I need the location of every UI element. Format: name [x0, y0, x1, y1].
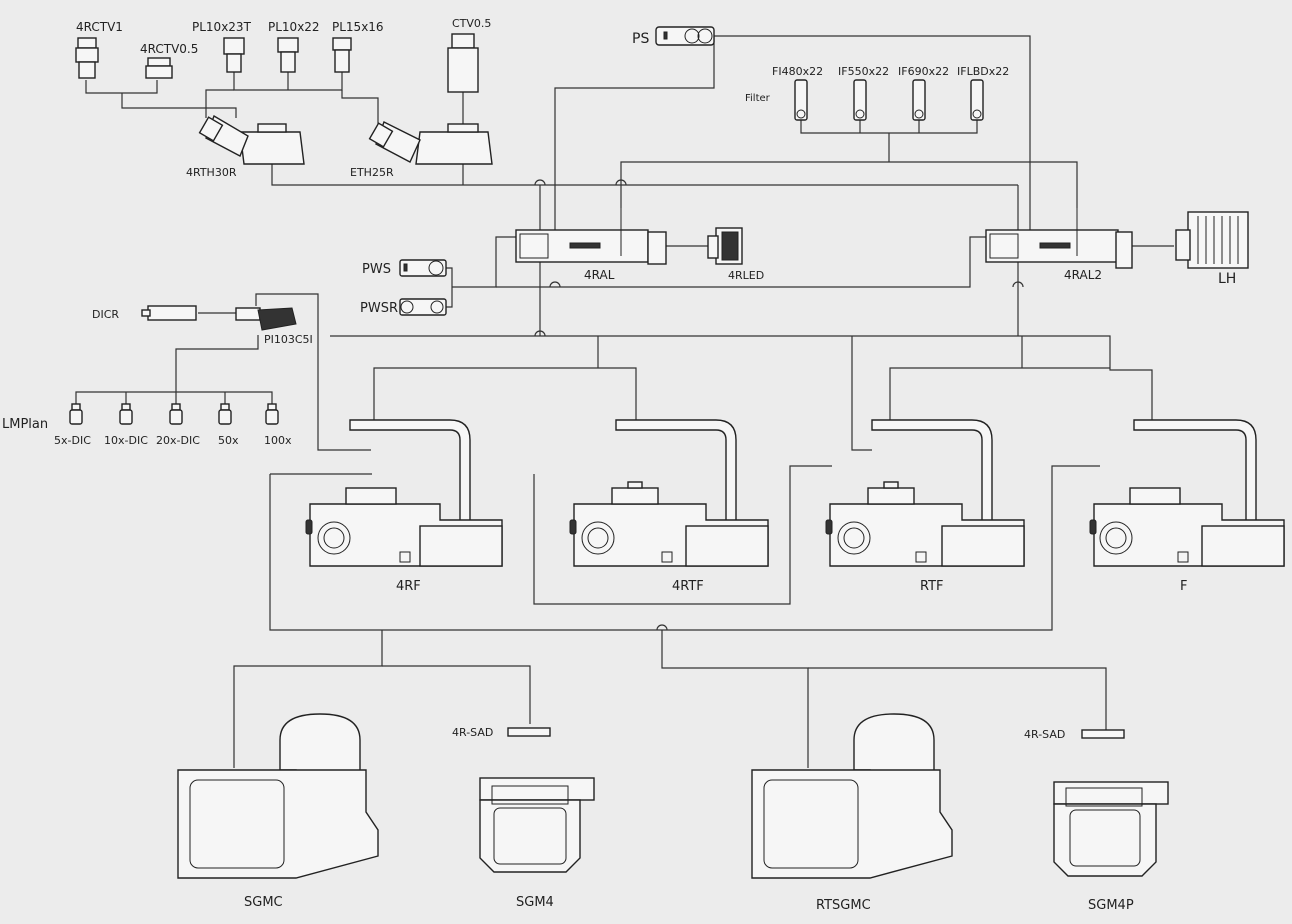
illuminator-4ral [515, 208, 667, 265]
sad-1-label: 4R-SAD [452, 726, 493, 739]
filter-1-label: FI480x22 [772, 65, 823, 78]
rctv1-label: 4RCTV1 [76, 20, 123, 34]
stand-f-label: F [1180, 579, 1187, 594]
filter-2-label: IF550x22 [838, 65, 889, 78]
pwsr-component [399, 298, 447, 316]
pi103-label: PI103C5I [264, 333, 313, 346]
stage-sgmc [177, 713, 379, 879]
stage-sgm4 [479, 777, 595, 873]
pl10x22-label: PL10x22 [268, 20, 320, 34]
pl15x16-label: PL15x16 [332, 20, 384, 34]
stand-4rf [305, 419, 503, 567]
stand-f [1089, 419, 1285, 567]
ps-label: PS [632, 31, 649, 47]
lh-label: LH [1218, 271, 1236, 287]
lamphouse-lh [1175, 211, 1249, 269]
filter-3-label: IF690x22 [898, 65, 949, 78]
stand-rtf-label: RTF [920, 579, 944, 594]
sgmc-label: SGMC [244, 895, 283, 910]
objective-4-label: 50x [218, 434, 239, 447]
rth30r-label: 4RTH30R [186, 166, 237, 179]
ral2-label: 4RAL2 [1064, 268, 1102, 282]
dicr-label: DICR [92, 308, 119, 321]
connection-lines [75, 35, 1174, 768]
rled-label: 4RLED [728, 269, 764, 282]
sad-2-label: 4R-SAD [1024, 728, 1065, 741]
objective-1-label: 5x-DIC [54, 434, 91, 447]
camera-adapters [75, 37, 173, 79]
sgm4-label: SGM4 [516, 895, 554, 910]
pws-label: PWS [362, 262, 391, 277]
dicr-component [141, 305, 197, 321]
ral-label: 4RAL [584, 268, 615, 282]
head-4rth30r [198, 114, 305, 165]
sad-1 [507, 727, 551, 737]
stand-4rtf [569, 419, 769, 567]
filter-label: Filter [745, 93, 771, 104]
sgm4p-label: SGM4P [1088, 898, 1134, 913]
stand-4rtf-label: 4RTF [672, 579, 704, 594]
ps-component [655, 26, 715, 46]
pl10x23t-label: PL10x23T [192, 20, 252, 34]
eth25r-label: ETH25R [350, 166, 394, 179]
rctv05-label: 4RCTV0.5 [140, 42, 198, 56]
objective-2-label: 10x-DIC [104, 434, 148, 447]
stage-rtsgmc [751, 713, 953, 879]
stand-rtf [825, 419, 1025, 567]
stage-sgm4p [1053, 781, 1169, 877]
lamp-4rled [707, 227, 743, 265]
ctv-adapter [447, 33, 479, 93]
sad-2 [1081, 729, 1125, 739]
pwsr-label: PWSR [360, 301, 398, 316]
eyepieces [223, 37, 352, 73]
filter-set [794, 79, 984, 121]
objective-3-label: 20x-DIC [156, 434, 200, 447]
stand-4rf-label: 4RF [396, 579, 421, 594]
pws-component [399, 259, 447, 277]
head-eth25r [368, 121, 493, 165]
lmplan-label: LMPlan [2, 417, 48, 432]
objective-5-label: 100x [264, 434, 292, 447]
rtsgmc-label: RTSGMC [816, 898, 871, 913]
illuminator-4ral2 [985, 208, 1133, 269]
objectives [69, 403, 279, 425]
ctv05-label: CTV0.5 [452, 17, 491, 30]
prism-slider [235, 307, 297, 331]
filter-4-label: IFLBDx22 [957, 65, 1009, 78]
